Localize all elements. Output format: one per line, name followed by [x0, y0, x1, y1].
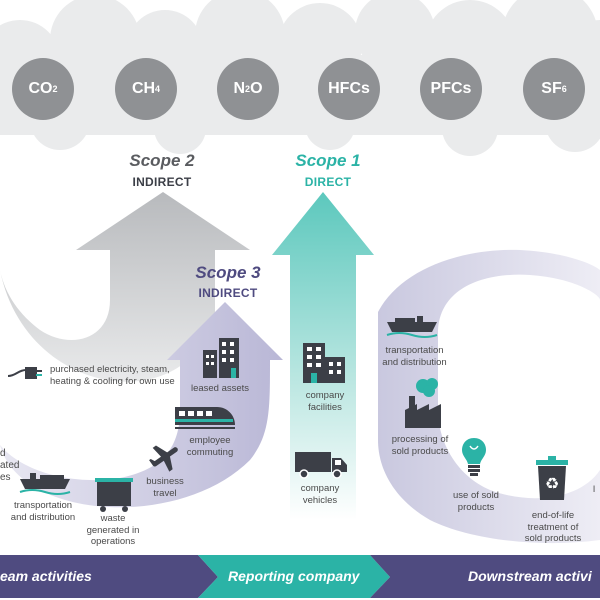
label-company-vehicles: company vehicles	[300, 483, 340, 506]
scope2-subtitle: INDIRECT	[132, 175, 192, 189]
label-employee-commuting: employee commuting	[186, 435, 234, 458]
label-company-facilities: company facilities	[305, 390, 345, 413]
svg-text:♻: ♻	[545, 474, 559, 493]
label-downstream-cut: l	[593, 484, 596, 495]
airplane-icon	[149, 445, 178, 472]
ship-icon-upstream	[19, 473, 71, 495]
band-upstream	[0, 555, 218, 598]
building-icon-company	[303, 343, 345, 383]
truck-icon	[295, 452, 347, 479]
label-upstream-cut: d ated es	[0, 448, 20, 483]
building-icon-leased	[203, 338, 239, 378]
band-downstream	[370, 555, 600, 598]
gas-hfcs: HFCs	[318, 58, 380, 120]
band-upstream-label: eam activities	[0, 568, 92, 584]
gas-pfcs: PFCs	[420, 58, 482, 120]
scope3-subtitle: INDIRECT	[198, 286, 258, 300]
dumpster-icon	[95, 478, 133, 512]
label-purchased-electricity: purchased electricity, steam, heating & …	[50, 364, 175, 387]
recycle-bin-icon: ♻	[536, 456, 568, 500]
band-reporting	[198, 555, 390, 598]
scope3-title: Scope 3	[195, 263, 261, 282]
label-waste: waste generated in operations	[86, 513, 140, 547]
scope2-arrow	[0, 192, 250, 382]
scope1-title: Scope 1	[295, 151, 361, 170]
label-processing: processing of sold products	[391, 434, 449, 457]
band-downstream-label: Downstream activi	[468, 568, 592, 584]
ship-icon-downstream	[386, 316, 438, 338]
factory-icon	[405, 378, 441, 428]
label-downstream-transportation: transportation and distribution	[382, 345, 447, 368]
label-use-of-sold-products: use of sold products	[453, 490, 499, 513]
band-reporting-label: Reporting company	[228, 568, 360, 584]
scope2-title: Scope 2	[129, 151, 195, 170]
plug-icon	[7, 367, 42, 379]
label-business-travel: business travel	[146, 476, 184, 499]
lightbulb-icon	[462, 438, 486, 476]
cloud-band	[0, 0, 600, 156]
label-leased-assets: leased assets	[190, 383, 250, 394]
label-end-of-life: end-of-life treatment of sold products	[524, 510, 582, 544]
scope1-subtitle: DIRECT	[304, 175, 352, 189]
train-icon	[175, 407, 235, 429]
label-upstream-transportation: transportation and distribution	[10, 500, 76, 523]
